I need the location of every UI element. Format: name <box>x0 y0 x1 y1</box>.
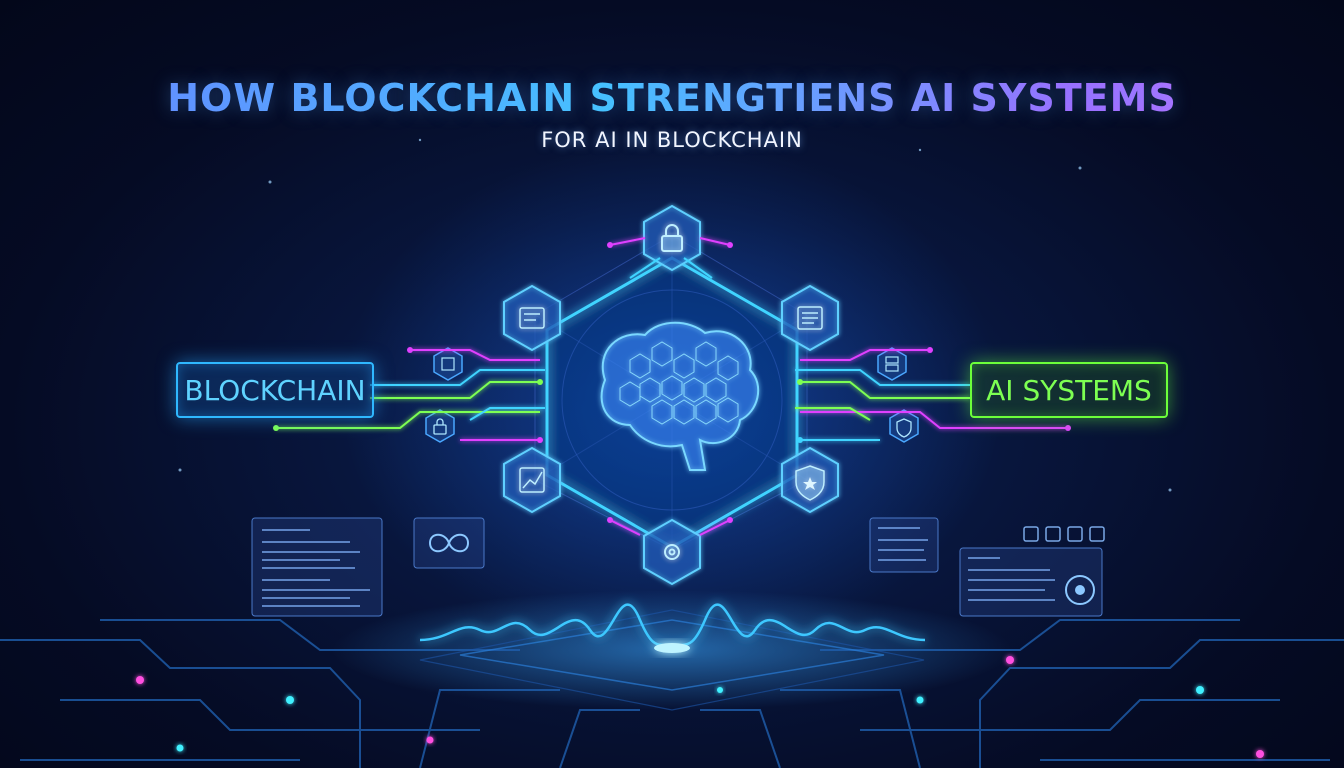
hex-node-lock <box>643 204 701 272</box>
document-icon <box>797 306 823 330</box>
floor-circuits <box>0 619 1344 768</box>
info-panel-left <box>251 517 383 617</box>
page-title: HOW BLOCKCHAIN STRENGTIENS AI SYSTEMS <box>0 76 1344 120</box>
small-node-server <box>877 347 907 381</box>
circuit-icon <box>519 307 545 329</box>
chart-icon <box>519 467 545 493</box>
inner-ring <box>561 289 783 511</box>
floor-nodes <box>136 656 1264 758</box>
info-panel-infinity <box>413 517 485 569</box>
info-panel-right <box>959 547 1103 617</box>
lock-icon <box>433 418 447 435</box>
right-connections <box>683 237 1068 536</box>
chip-icon <box>441 357 455 371</box>
hex-node-gear <box>643 518 701 586</box>
page-subtitle: FOR AI IN BLOCKCHAIN <box>541 128 803 152</box>
small-node-lock <box>425 409 455 443</box>
hex-node-chart <box>503 446 561 514</box>
sparkles <box>178 138 1172 492</box>
infinity-icon <box>428 533 470 553</box>
hex-node-circuit <box>503 284 561 352</box>
hex-node-document <box>781 284 839 352</box>
dial-icon <box>1065 575 1095 605</box>
left-connection-dots <box>273 242 613 523</box>
blockchain-label: BLOCKCHAIN <box>184 373 366 407</box>
ai-systems-label-box: AI SYSTEMS <box>970 362 1168 418</box>
brain-icon <box>600 321 760 471</box>
lock-icon <box>661 224 683 252</box>
gear-icon <box>664 544 680 560</box>
small-node-shield <box>889 409 919 443</box>
right-connection-dots <box>727 242 1071 523</box>
shield-icon <box>795 465 825 501</box>
server-icon <box>885 356 899 372</box>
small-node-chip <box>433 347 463 381</box>
info-panel-right-small <box>869 517 939 573</box>
waveform-core <box>654 643 690 653</box>
shield-icon <box>896 418 912 438</box>
blockchain-label-box: BLOCKCHAIN <box>176 362 374 418</box>
left-connections <box>276 237 661 536</box>
mini-icon-row <box>1023 526 1105 542</box>
ai-systems-label: AI SYSTEMS <box>986 373 1152 407</box>
hex-node-shield <box>781 446 839 514</box>
